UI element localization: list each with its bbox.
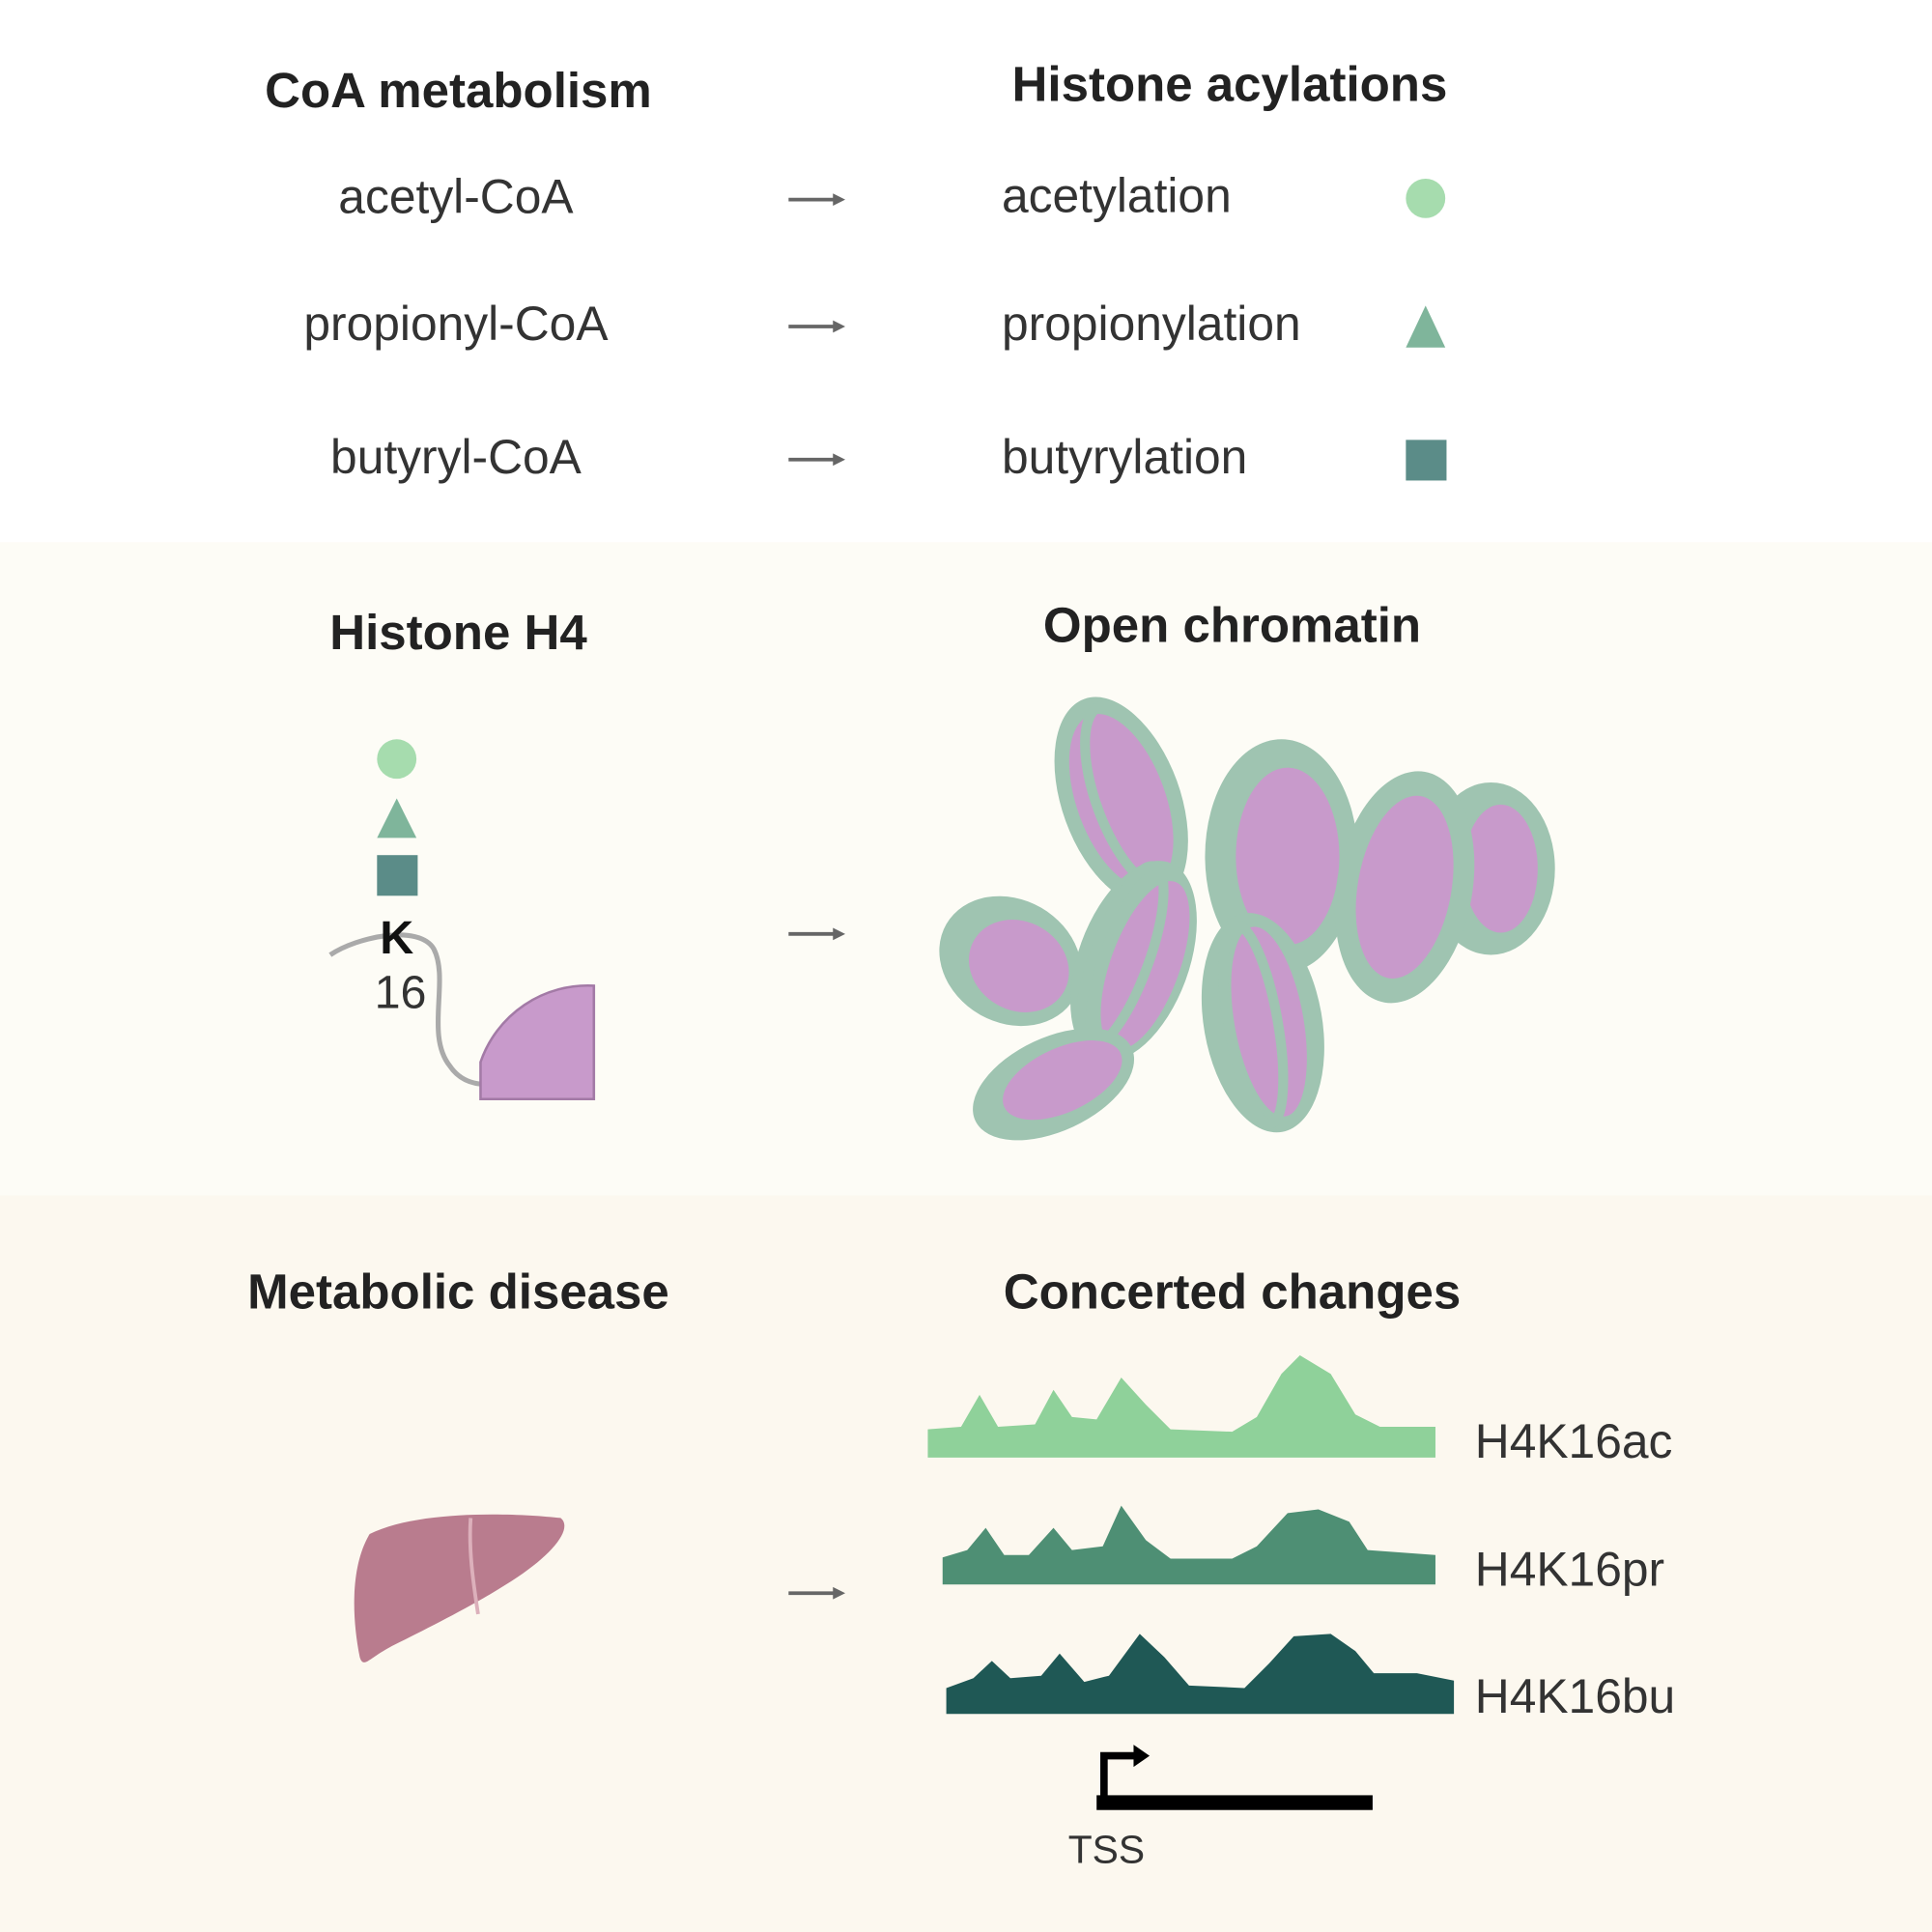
lysine-residue: K [380,912,413,964]
track-h4k16pr [942,1505,1435,1585]
h4k16ac-label: H4K16ac [1475,1414,1673,1468]
histone-core-icon [479,983,596,1101]
circle-icon [1406,178,1446,218]
square-icon [1406,440,1447,481]
circle-icon [377,739,417,780]
tss-arrow-icon [1096,1745,1373,1810]
butyryl-coa-label: butyryl-CoA [330,430,582,484]
track-h4k16bu [946,1634,1455,1715]
acetyl-coa-label: acetyl-CoA [338,170,574,224]
panel-top-bg [0,0,1932,543]
arrow-icon [788,453,845,467]
open-chromatin-title: Open chromatin [1043,598,1421,653]
nucleosome-cluster-icon [939,696,1555,1141]
acetylation-label: acetylation [1002,168,1232,222]
butyrylation-label: butyrylation [1002,430,1247,484]
coa-metabolism-title: CoA metabolism [265,63,652,118]
metabolic-disease-title: Metabolic disease [247,1264,669,1320]
h4k16pr-label: H4K16pr [1475,1543,1664,1597]
h4k16bu-label: H4K16bu [1475,1669,1675,1723]
histone-tail [328,932,487,1087]
track-h4k16ac [927,1355,1435,1458]
propionyl-coa-label: propionyl-CoA [303,297,609,351]
lysine-position: 16 [375,966,427,1018]
arrow-icon [788,1586,845,1600]
triangle-icon [377,798,417,838]
histone-h4-title: Histone H4 [329,605,587,660]
liver-icon [354,1514,565,1662]
square-icon [377,855,418,896]
tss-label: TSS [1068,1828,1145,1872]
triangle-icon [1406,305,1446,348]
arrow-icon [788,193,845,207]
panel-middle-bg [0,542,1932,1196]
propionylation-label: propionylation [1002,297,1301,351]
concerted-changes-title: Concerted changes [1004,1264,1461,1320]
arrow-icon [788,927,845,941]
histone-acylations-title: Histone acylations [1012,57,1448,112]
arrow-icon [788,320,845,333]
